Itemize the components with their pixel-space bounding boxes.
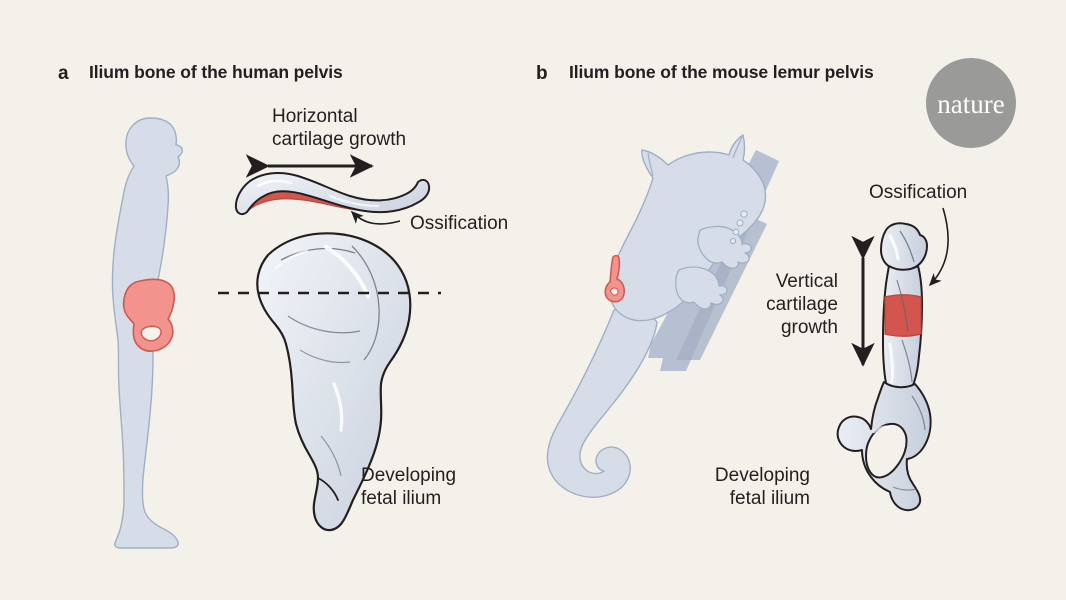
panel-a-specimen-label-line1: Developing xyxy=(361,465,456,486)
lemur-ilium-contour-3 xyxy=(901,339,913,383)
panel-b-growth-label-line3: growth xyxy=(781,317,838,338)
lemur-claw-dot-1 xyxy=(740,210,748,218)
lemur-ilium-contour-2 xyxy=(896,279,909,333)
lemur-ear-right xyxy=(732,136,743,159)
panel-a-tag: a xyxy=(58,63,69,84)
panel-a-ossification-leader xyxy=(350,210,401,225)
human-fetal-ilium-shape xyxy=(256,232,412,532)
lemur-claw-dot-3 xyxy=(732,228,740,236)
human-pelvis-foramen xyxy=(140,325,162,342)
panel-a-ossification-label: Ossification xyxy=(410,213,508,234)
lemur-hindlimb xyxy=(675,266,728,310)
panel-b-growth-label-line1: Vertical xyxy=(776,271,838,292)
lemur-ilium-gloss-2 xyxy=(888,342,894,384)
human-flat-ilium-bone xyxy=(234,172,431,216)
panel-b-ossification-leader xyxy=(928,207,949,287)
panel-a-title: Ilium bone of the human pelvis xyxy=(89,62,343,82)
lemur-ilium-contour-1 xyxy=(899,230,915,263)
lemur-ilium-gloss-3 xyxy=(872,425,891,434)
lemur-ossification-band xyxy=(884,294,922,337)
human-fetal-ilium-contour-3 xyxy=(287,315,361,334)
panel-b-specimen-label-line2: fetal ilium xyxy=(730,488,810,509)
lemur-forelimb xyxy=(697,225,752,269)
nature-logo-text: nature xyxy=(937,89,1004,119)
human-side-profile-silhouette xyxy=(111,117,183,549)
lemur-ilium-gloss-1 xyxy=(888,234,900,261)
panel-b-tag: b xyxy=(536,63,548,84)
panel-b-title: Ilium bone of the mouse lemur pelvis xyxy=(569,62,874,82)
mouse-lemur-silhouette xyxy=(546,134,767,498)
lemur-claw-dot-2 xyxy=(736,219,744,227)
lemur-pelvis-highlight xyxy=(604,254,625,303)
human-ilium-bone-shape xyxy=(234,172,431,216)
nature-logo-circle xyxy=(926,58,1016,148)
human-fetal-ilium-contour-5 xyxy=(320,435,342,477)
lemur-developing-fetal-ilium xyxy=(836,222,932,512)
lemur-ilium-head xyxy=(880,222,928,272)
nature-logo: nature xyxy=(926,58,1016,148)
panel-b-growth-label-line2: cartilage xyxy=(766,294,838,315)
lemur-claw-dot-4 xyxy=(729,237,737,245)
human-fetal-ilium-contour-2 xyxy=(351,245,380,361)
lemur-pelvis-foramen xyxy=(610,287,619,296)
human-ilium-highlight-2 xyxy=(328,194,380,208)
human-ilium-highlight-1 xyxy=(256,179,293,188)
panel-b-ossification-label: Ossification xyxy=(869,182,967,203)
lemur-ilium-contour-4 xyxy=(911,395,926,431)
panel-a-growth-label-line2: cartilage growth xyxy=(272,129,406,150)
human-fetal-ilium-gloss-1 xyxy=(324,245,370,298)
human-fetal-ilium-contour-1 xyxy=(280,247,356,261)
human-fetal-ilium-gloss-2 xyxy=(332,382,344,432)
lemur-ilium-contour-5 xyxy=(892,486,918,491)
lemur-tail xyxy=(546,308,658,498)
panel-a-growth-label-line1: Horizontal xyxy=(272,106,358,127)
lemur-ilium-ring-opening xyxy=(865,422,908,479)
human-developing-fetal-ilium xyxy=(256,232,412,532)
human-fetal-ilium-gloss-3 xyxy=(274,249,309,270)
human-fetal-ilium-contour-4 xyxy=(299,349,351,364)
human-fetal-ilium-notch xyxy=(317,477,339,501)
panel-b-specimen-label-line1: Developing xyxy=(715,465,810,486)
lemur-ear-left xyxy=(647,152,654,177)
panel-a-specimen-label-line2: fetal ilium xyxy=(361,488,441,509)
